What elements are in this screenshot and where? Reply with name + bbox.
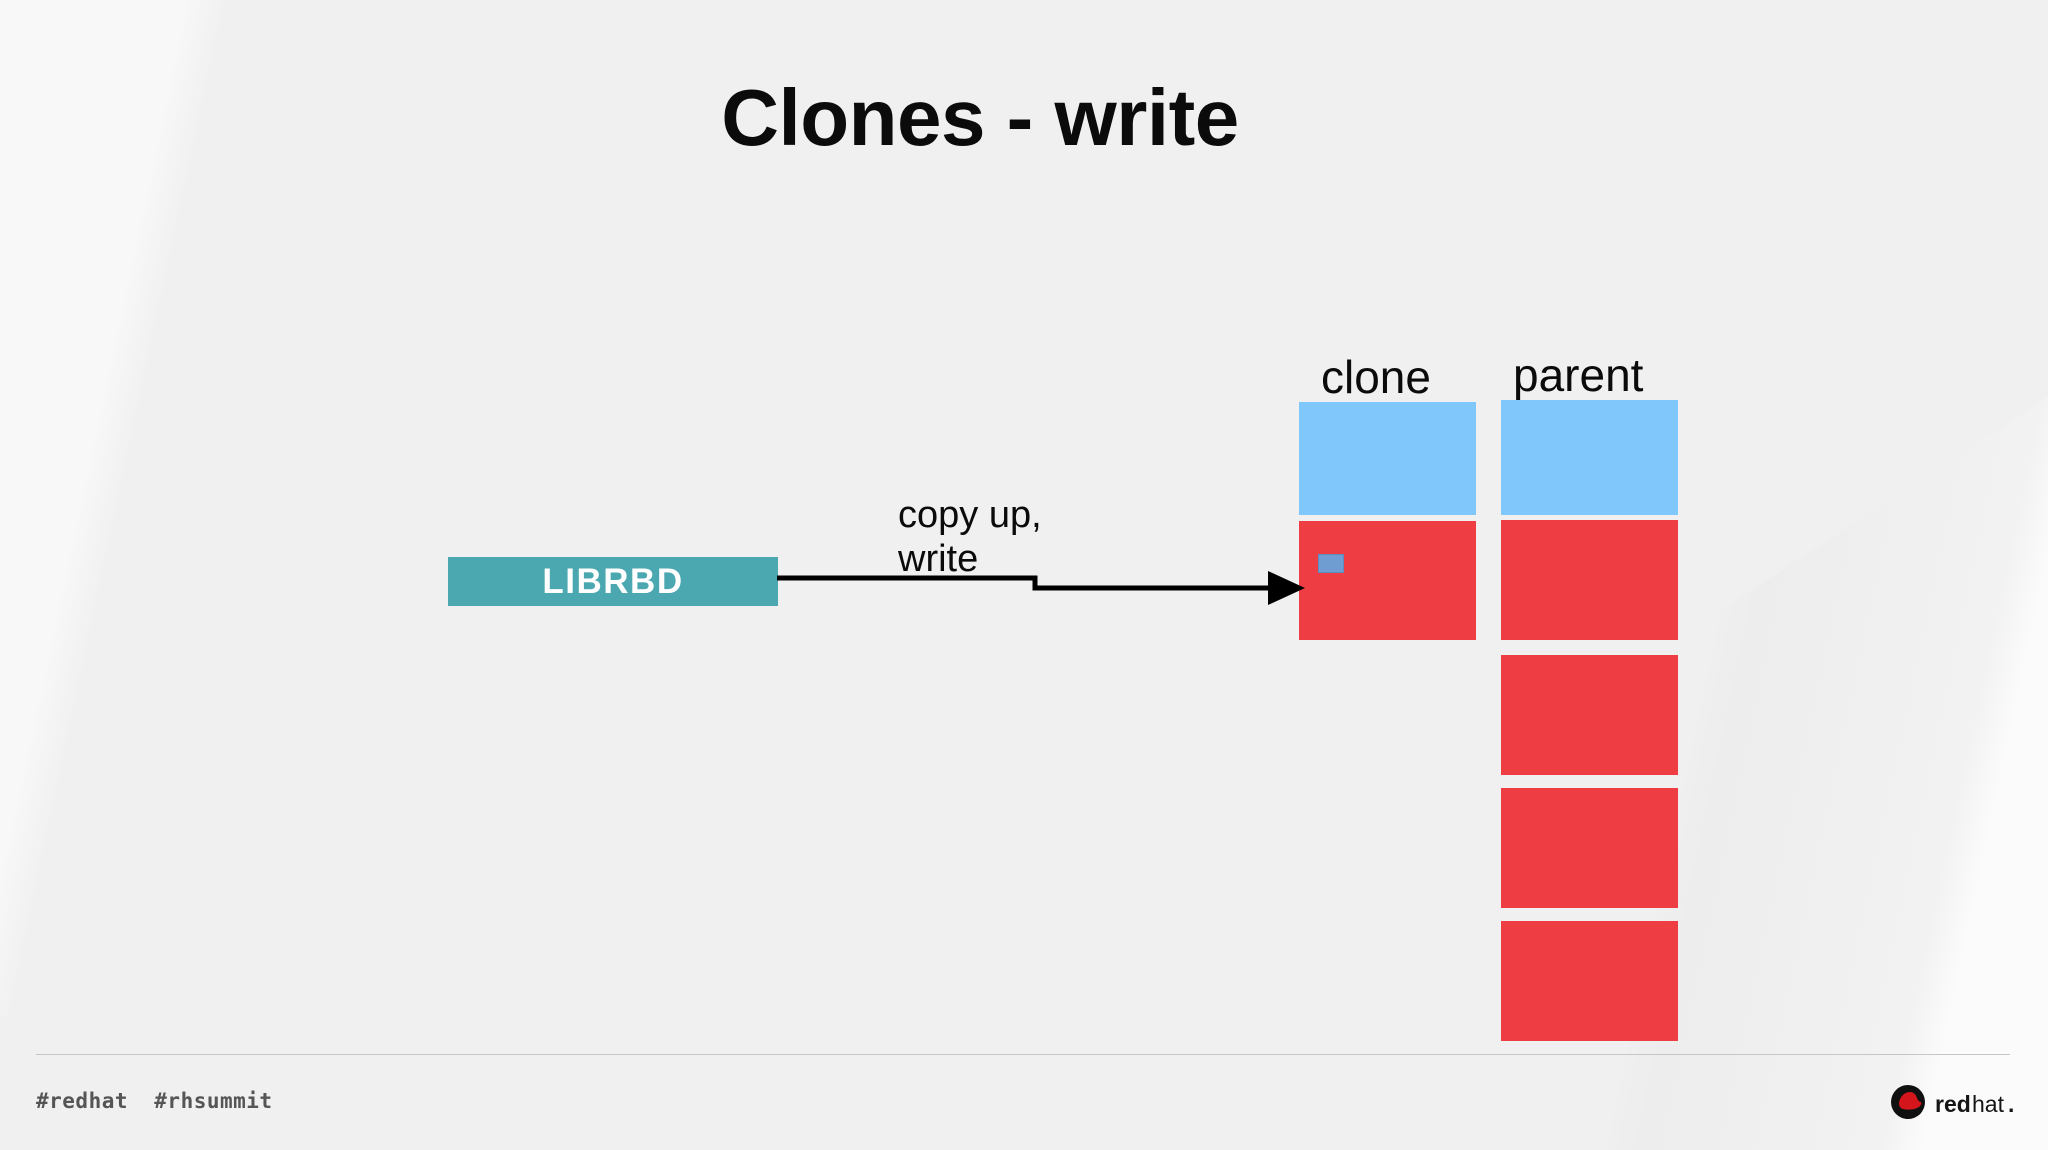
librbd-box: LIBRBD xyxy=(448,557,778,606)
column-label-clone: clone xyxy=(1321,351,1431,403)
redhat-logo-word-red: red xyxy=(1935,1091,1971,1117)
librbd-label: LIBRBD xyxy=(542,562,684,601)
parent-column xyxy=(1501,400,1678,1041)
arrow-path xyxy=(777,575,1275,591)
redhat-logo-hat-brim-icon xyxy=(1898,1108,1922,1118)
parent-block-0 xyxy=(1501,400,1678,515)
redhat-logo: red hat . xyxy=(1891,1085,2014,1119)
arrow-caption: copy up,write xyxy=(898,493,1042,581)
footer-hashtags: #redhat #rhsummit xyxy=(36,1089,273,1113)
redhat-logo-dot: . xyxy=(2008,1091,2014,1117)
clone-block-0 xyxy=(1299,402,1476,515)
clone-block-1 xyxy=(1299,521,1476,640)
arrow-caption-line-2: write xyxy=(898,538,979,581)
clone-column xyxy=(1299,402,1476,640)
parent-block-2 xyxy=(1501,655,1678,775)
page-title: Clones - write xyxy=(721,73,1239,162)
write-extent-marker xyxy=(1318,554,1344,573)
parent-block-1 xyxy=(1501,520,1678,640)
arrow-caption-line-1: copy up, xyxy=(898,494,1042,536)
parent-block-4 xyxy=(1501,921,1678,1041)
parent-block-3 xyxy=(1501,788,1678,908)
redhat-logo-word-hat: hat xyxy=(1972,1091,2005,1117)
redhat-logo-hat-icon xyxy=(1899,1092,1922,1110)
column-label-parent: parent xyxy=(1513,349,1644,401)
copy-up-arrow xyxy=(777,571,1305,605)
arrow-head-icon xyxy=(1268,571,1305,605)
footer-divider xyxy=(36,1054,2010,1055)
